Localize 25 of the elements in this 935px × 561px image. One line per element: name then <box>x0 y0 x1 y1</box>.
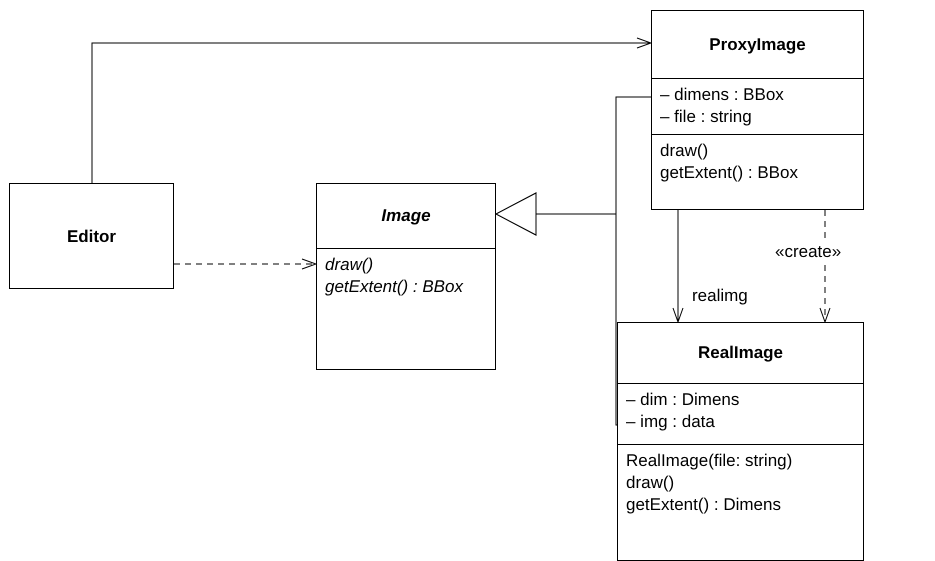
association-arrow <box>672 210 684 322</box>
edge-label: realimg <box>690 286 750 306</box>
generalization-arrow <box>496 192 618 426</box>
class-name: Editor <box>66 226 116 248</box>
attribute-text: – dim : Dimens <box>626 389 740 411</box>
edge-label: «create» <box>773 242 844 262</box>
method-text: getExtent() : Dimens <box>626 494 782 516</box>
class-name: RealImage <box>698 342 784 364</box>
class-box <box>617 322 864 561</box>
dependency-arrow <box>174 258 316 270</box>
method-text: getExtent() : BBox <box>325 276 464 298</box>
method-text: draw() <box>660 140 710 162</box>
association-arrow <box>92 38 652 184</box>
class-name: ProxyImage <box>709 34 806 56</box>
class-name: Image <box>381 205 431 227</box>
method-text: getExtent() : BBox <box>660 162 799 184</box>
attribute-text: – file : string <box>660 106 753 128</box>
class-box <box>9 183 174 289</box>
method-text: RealImage(file: string) <box>626 450 794 472</box>
method-text: draw() <box>626 472 676 494</box>
method-text: draw() <box>325 254 374 276</box>
class-box <box>316 183 496 370</box>
attribute-text: – img : data <box>626 411 716 433</box>
attribute-text: – dimens : BBox <box>660 84 785 106</box>
class-box <box>651 10 864 210</box>
